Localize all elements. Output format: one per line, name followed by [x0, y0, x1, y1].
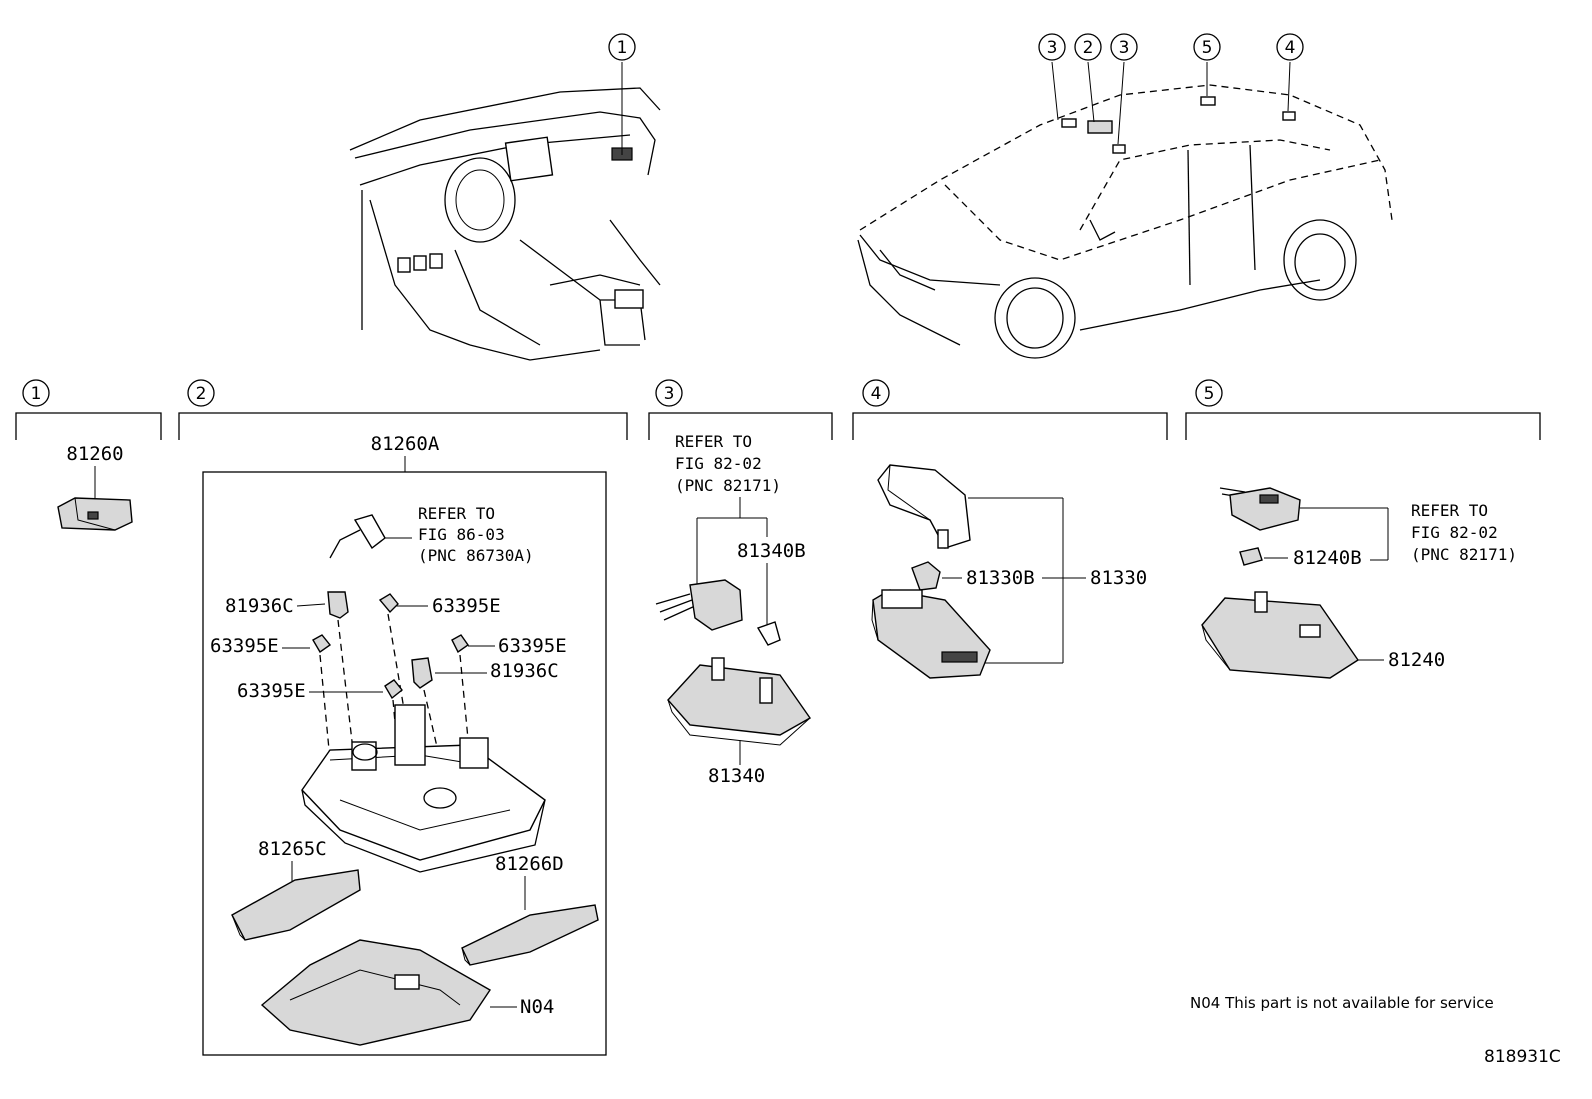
refer-82-s3-line1[interactable]: REFER TO [675, 432, 752, 451]
part-63395E-c-label[interactable]: 63395E [498, 635, 567, 657]
refer-82-s5-line1[interactable]: REFER TO [1411, 501, 1488, 520]
part-81260-sensor [57, 497, 133, 531]
refer-86-03: REFER TO FIG 86-03 (PNC 86730A) [329, 504, 534, 565]
overhead-console-housing [301, 704, 546, 873]
harness-connector-s5 [1219, 487, 1301, 531]
refer-82-s3-line2[interactable]: FIG 82-02 [675, 454, 762, 473]
section-2: 81260A REFER TO FIG 86-03 (PNC 86730A) 8… [202, 433, 607, 1056]
clip-a [378, 593, 399, 614]
locator-roof-4: 4 [1285, 38, 1296, 58]
locator-callouts: 1 3 2 3 5 4 [608, 33, 1304, 61]
harness-connector-s3 [655, 579, 743, 631]
lens-81265C [231, 869, 361, 941]
bulb-socket-b [411, 657, 433, 689]
section-4: 81330B 81330 [871, 464, 1147, 679]
refer-82-s5-line2[interactable]: FIG 82-02 [1411, 523, 1498, 542]
lens-81330 [871, 589, 991, 679]
part-81936C-a-label[interactable]: 81936C [225, 595, 294, 617]
assembly-81260A-box [202, 471, 607, 1056]
locator-roof-3b: 3 [1119, 38, 1130, 58]
part-63395E-d-label[interactable]: 63395E [237, 680, 306, 702]
refer-86-line1[interactable]: REFER TO [418, 504, 495, 523]
section-1: 81260 [57, 443, 133, 531]
dashboard-illustration [349, 62, 661, 361]
lamp-housing-81330 [877, 464, 971, 549]
lamp-81340 [667, 657, 812, 746]
refer-82-s3-line3[interactable]: (PNC 82171) [675, 476, 781, 495]
figure-id: 818931C [1484, 1047, 1561, 1067]
section-1-number: 1 [31, 384, 42, 404]
part-81260A-label[interactable]: 81260A [371, 433, 440, 455]
refer-82-s5-line3[interactable]: (PNC 82171) [1411, 545, 1517, 564]
bulb-81240B [1239, 547, 1263, 566]
bulb-81340B [756, 621, 781, 646]
bulb-socket-a [327, 591, 349, 619]
part-81240B-label[interactable]: 81240B [1293, 547, 1362, 569]
section-headers: 1 2 3 4 5 [15, 379, 1541, 440]
part-81330-label[interactable]: 81330 [1090, 567, 1147, 589]
locator-roof-5: 5 [1202, 38, 1213, 58]
locator-roof-3a: 3 [1047, 38, 1058, 58]
part-81340B-label[interactable]: 81340B [737, 540, 806, 562]
section-3: REFER TO FIG 82-02 (PNC 82171) 81340B 81… [655, 432, 812, 787]
part-81936C-b-label[interactable]: 81936C [490, 660, 559, 682]
cover-N04 [260, 939, 491, 1046]
part-81340-label[interactable]: 81340 [708, 765, 765, 787]
locator-roof-2: 2 [1083, 38, 1094, 58]
part-81240-label[interactable]: 81240 [1388, 649, 1445, 671]
clip-c [451, 634, 469, 654]
part-63395E-a-label[interactable]: 63395E [432, 595, 501, 617]
section-5-number: 5 [1204, 384, 1215, 404]
part-81266D-label[interactable]: 81266D [495, 853, 564, 875]
part-81330B-label[interactable]: 81330B [966, 567, 1035, 589]
section-5: REFER TO FIG 82-02 (PNC 82171) 81240B 81… [1201, 487, 1517, 679]
section-2-number: 2 [196, 384, 207, 404]
section-4-number: 4 [871, 384, 882, 404]
lens-81266D [461, 904, 599, 966]
bulb-81330B [911, 561, 941, 591]
part-63395E-b-label[interactable]: 63395E [210, 635, 279, 657]
locator-dash-1: 1 [617, 38, 628, 58]
footnote-N04: N04 This part is not available for servi… [1190, 994, 1494, 1012]
part-81265C-label[interactable]: 81265C [258, 838, 327, 860]
fastener-parts: 81936C 63395E 63395E 63395E 81936C 63395… [210, 591, 567, 781]
part-81260-label[interactable]: 81260 [66, 443, 123, 465]
car-illustration [857, 61, 1393, 359]
section-3-number: 3 [664, 384, 675, 404]
part-N04-label[interactable]: N04 [520, 996, 554, 1018]
lamp-81240 [1201, 591, 1359, 679]
clip-d [384, 679, 403, 700]
clip-b [312, 634, 332, 654]
refer-86-line2[interactable]: FIG 86-03 [418, 525, 505, 544]
refer-86-line3[interactable]: (PNC 86730A) [418, 546, 534, 565]
